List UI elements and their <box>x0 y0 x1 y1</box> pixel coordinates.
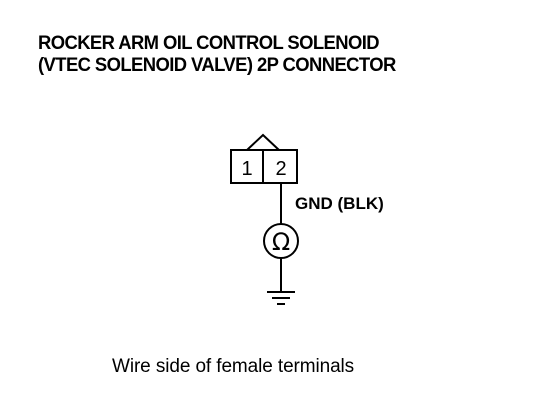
connector-2p: 1 2 <box>230 133 298 184</box>
ohmmeter-symbol: Ω <box>263 223 299 259</box>
ground-icon <box>267 291 295 305</box>
ground-wire-label: GND (BLK) <box>295 194 384 213</box>
diagram-title: ROCKER ARM OIL CONTROL SOLENOID (VTEC SO… <box>38 33 396 77</box>
connector-lock-tab <box>246 133 280 151</box>
terminal-2-label: 2 <box>275 158 286 180</box>
diagram-caption: Wire side of female terminals <box>112 356 355 377</box>
title-line-2: (VTEC SOLENOID VALVE) 2P CONNECTOR <box>38 55 396 76</box>
title-line-1: ROCKER ARM OIL CONTROL SOLENOID <box>38 33 380 54</box>
ohm-symbol: Ω <box>272 228 290 256</box>
terminal-1-label: 1 <box>241 158 252 180</box>
